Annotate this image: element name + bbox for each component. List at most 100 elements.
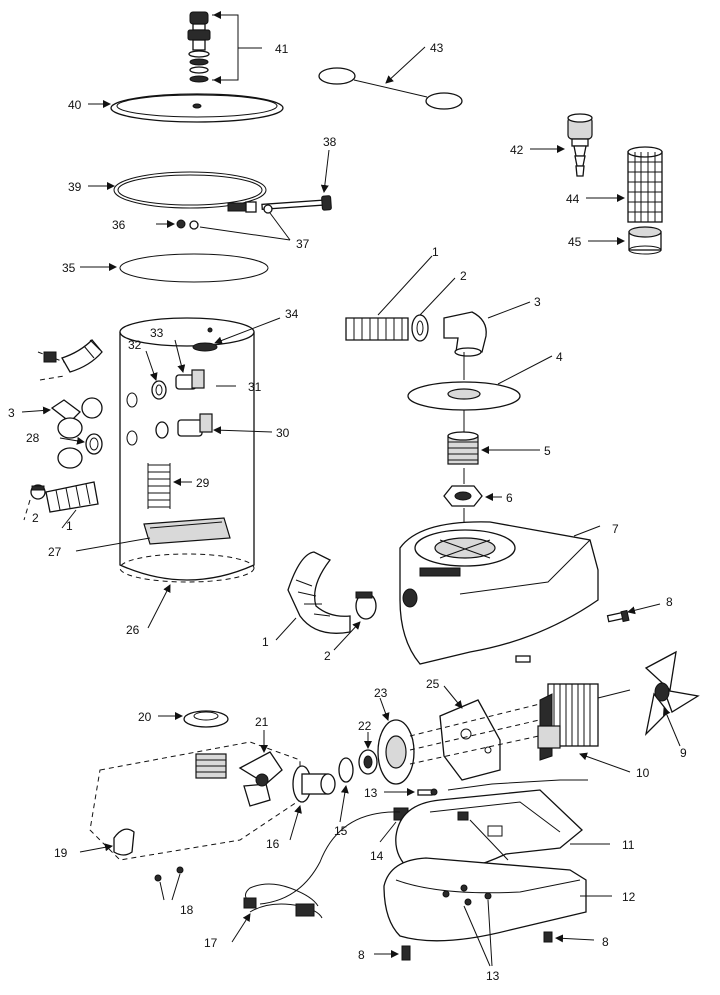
callout-8-lower-left: 8: [358, 948, 365, 962]
callout-40: 40: [68, 98, 82, 112]
part-5-threaded-fitting: [447, 431, 479, 465]
callout-2-left: 2: [32, 511, 39, 525]
callout-5: 5: [544, 444, 551, 458]
callout-2-lower: 2: [324, 649, 331, 663]
part-6-nut: [443, 485, 483, 507]
callout-14: 14: [370, 849, 384, 863]
part-9-fan: [644, 650, 700, 736]
callout-8-lower-right: 8: [602, 935, 609, 949]
part-1-lower-hose: [287, 551, 351, 634]
callout-2-right: 2: [460, 269, 467, 283]
callout-9: 9: [680, 746, 687, 760]
part-28-grommet-pair: [57, 433, 103, 469]
part-17-power-cord: [243, 883, 323, 919]
callout-43: 43: [430, 41, 444, 55]
part-8-screw-housing: [515, 655, 531, 663]
callout-25: 25: [426, 677, 440, 691]
callout-1-lower: 1: [262, 635, 269, 649]
part-3-right-elbow: [443, 311, 487, 357]
part-23-gear-plate: [377, 719, 415, 785]
callout-13-lower: 13: [486, 969, 500, 983]
part-2-lower-clamp: [355, 591, 377, 620]
callout-12: 12: [622, 890, 636, 904]
part-44-screen-filter: [627, 146, 663, 223]
callout-18: 18: [180, 903, 194, 917]
part-42-hose-barb: [567, 113, 593, 177]
part-40-lid: [110, 93, 284, 123]
callout-36: 36: [112, 218, 126, 232]
part-20-seal-ring: [183, 710, 229, 728]
callout-4: 4: [556, 350, 563, 364]
part-2-left-clamp: [30, 484, 46, 500]
part-35-tank-gasket: [119, 253, 269, 283]
part-38-bolt: [261, 195, 332, 211]
part-27-base-tray: [143, 517, 231, 545]
part-3-left-elbow: [50, 397, 103, 439]
part-1-lower-left-hose: [45, 481, 99, 513]
part-15-washer: [338, 757, 354, 783]
part-8-screw-lower-left: [401, 945, 411, 961]
callout-21: 21: [255, 715, 269, 729]
part-36-washer: [176, 219, 186, 229]
part-29-spring: [147, 463, 171, 509]
callout-29: 29: [196, 476, 210, 490]
callout-33: 33: [150, 326, 164, 340]
callout-35: 35: [62, 261, 76, 275]
part-18-screws: [154, 866, 184, 882]
part-16-shaft-seal: [292, 765, 336, 803]
part-26-tank: [119, 317, 255, 583]
callout-30: 30: [276, 426, 290, 440]
part-32-grommet: [151, 380, 167, 400]
part-1-upper-left-hose: [37, 339, 103, 381]
callout-37: 37: [296, 237, 310, 251]
callout-44: 44: [566, 192, 580, 206]
part-43-gasket-pair: [318, 67, 463, 110]
part-12-base: [383, 857, 587, 942]
part-33-fitting: [175, 369, 205, 390]
callout-22: 22: [358, 719, 372, 733]
part-4-disc: [407, 381, 521, 411]
part-25-bracket: [439, 699, 501, 781]
callout-1-right: 1: [432, 245, 439, 259]
callout-20: 20: [138, 710, 152, 724]
callout-41: 41: [275, 42, 289, 56]
part-45-filter-cap: [628, 226, 662, 255]
part-34-float: [192, 342, 218, 352]
callout-34: 34: [285, 307, 299, 321]
part-1-right-hose: [345, 317, 409, 341]
callout-11: 11: [622, 838, 635, 852]
callout-26: 26: [126, 623, 140, 637]
part-8-screw-lower-right: [543, 931, 553, 943]
callout-3-left: 3: [8, 406, 15, 420]
part-41-valve-stack: [187, 11, 211, 83]
callout-42: 42: [510, 143, 524, 157]
callout-3-right: 3: [534, 295, 541, 309]
part-7-motor-housing: [399, 521, 599, 665]
callout-1-lower-left: 1: [66, 519, 73, 533]
callout-19: 19: [54, 846, 68, 860]
callout-8-upper: 8: [666, 595, 673, 609]
part-39-clamp-band: [113, 171, 267, 213]
callout-38: 38: [323, 135, 337, 149]
part-2-right-clamp: [411, 314, 429, 342]
callout-16: 16: [266, 837, 280, 851]
callout-27: 27: [48, 545, 62, 559]
callout-28: 28: [26, 431, 40, 445]
callout-23: 23: [374, 686, 388, 700]
part-22-bearing: [358, 749, 378, 775]
callout-32: 32: [128, 338, 142, 352]
part-30-elbow: [155, 413, 213, 439]
part-19-pump-body: [89, 741, 301, 861]
part-21-impeller: [238, 751, 283, 807]
callout-39: 39: [68, 180, 82, 194]
callout-6: 6: [506, 491, 513, 505]
part-8-screw-upper: [606, 609, 630, 623]
callout-13-upper: 13: [364, 786, 378, 800]
callout-7: 7: [612, 522, 619, 536]
callout-31: 31: [248, 380, 262, 394]
callout-17: 17: [204, 936, 218, 950]
part-37-nut: [189, 204, 273, 230]
callout-45: 45: [568, 235, 582, 249]
callout-10: 10: [636, 766, 650, 780]
